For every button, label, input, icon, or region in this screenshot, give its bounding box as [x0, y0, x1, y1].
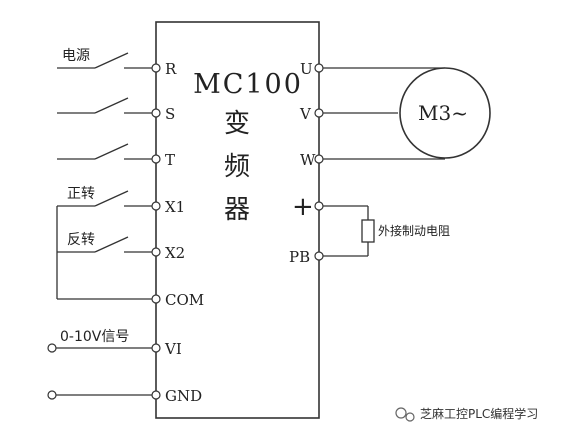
- motor-circle: [399, 67, 491, 159]
- terminal-label-u: U: [300, 60, 313, 78]
- inverter-name-2: 频: [224, 152, 250, 182]
- terminal-gnd: [151, 390, 161, 400]
- reverse-switch: [57, 236, 152, 253]
- inverter-box: [155, 21, 320, 419]
- terminal-label-s: S: [165, 105, 175, 123]
- watermark-text: 芝麻工控PLC编程学习: [420, 406, 538, 421]
- terminal-label-com: COM: [165, 291, 204, 309]
- terminal-label-t: T: [165, 151, 175, 169]
- forward-label: 正转: [67, 186, 95, 202]
- terminal-label-pb: PB: [289, 248, 310, 266]
- terminal-w: [314, 154, 324, 164]
- reverse-label: 反转: [67, 232, 95, 248]
- inverter-name-3: 器: [224, 195, 250, 225]
- terminal-label-gnd: GND: [165, 387, 202, 405]
- terminal-plus: [314, 201, 324, 211]
- terminal-label-r: R: [165, 60, 177, 78]
- brake-resistor: [361, 219, 375, 243]
- terminal-u: [314, 63, 324, 73]
- wechat-logo-icon: [395, 407, 415, 422]
- forward-switch: [57, 190, 152, 207]
- terminal-label-vi: VI: [164, 340, 182, 358]
- signal-label: 0-10V信号: [60, 329, 129, 345]
- terminal-label-v: V: [299, 105, 312, 123]
- terminal-x1: [151, 201, 161, 211]
- vi-source-terminal: [47, 343, 57, 353]
- power-switch-t: [57, 143, 152, 160]
- terminal-label-plus: +: [292, 192, 314, 222]
- inverter-name-1: 变: [224, 109, 250, 139]
- terminal-x2: [151, 247, 161, 257]
- terminal-t: [151, 154, 161, 164]
- power-switch-r: [57, 52, 152, 69]
- terminal-s: [151, 108, 161, 118]
- brake-resistor-label: 外接制动电阻: [378, 223, 450, 238]
- terminal-v: [314, 108, 324, 118]
- terminal-vi: [151, 343, 161, 353]
- terminal-label-w: W: [300, 151, 316, 169]
- power-label: 电源: [62, 48, 90, 64]
- inverter-model: MC100: [193, 69, 303, 100]
- terminal-com: [151, 294, 161, 304]
- gnd-source-terminal: [47, 390, 57, 400]
- power-switch-s: [57, 97, 152, 114]
- terminal-label-x2: X2: [165, 244, 185, 262]
- motor-label: M3~: [418, 101, 468, 125]
- watermark: 芝麻工控PLC编程学习: [395, 406, 538, 422]
- terminal-r: [151, 63, 161, 73]
- terminal-pb: [314, 251, 324, 261]
- terminal-label-x1: X1: [165, 198, 185, 216]
